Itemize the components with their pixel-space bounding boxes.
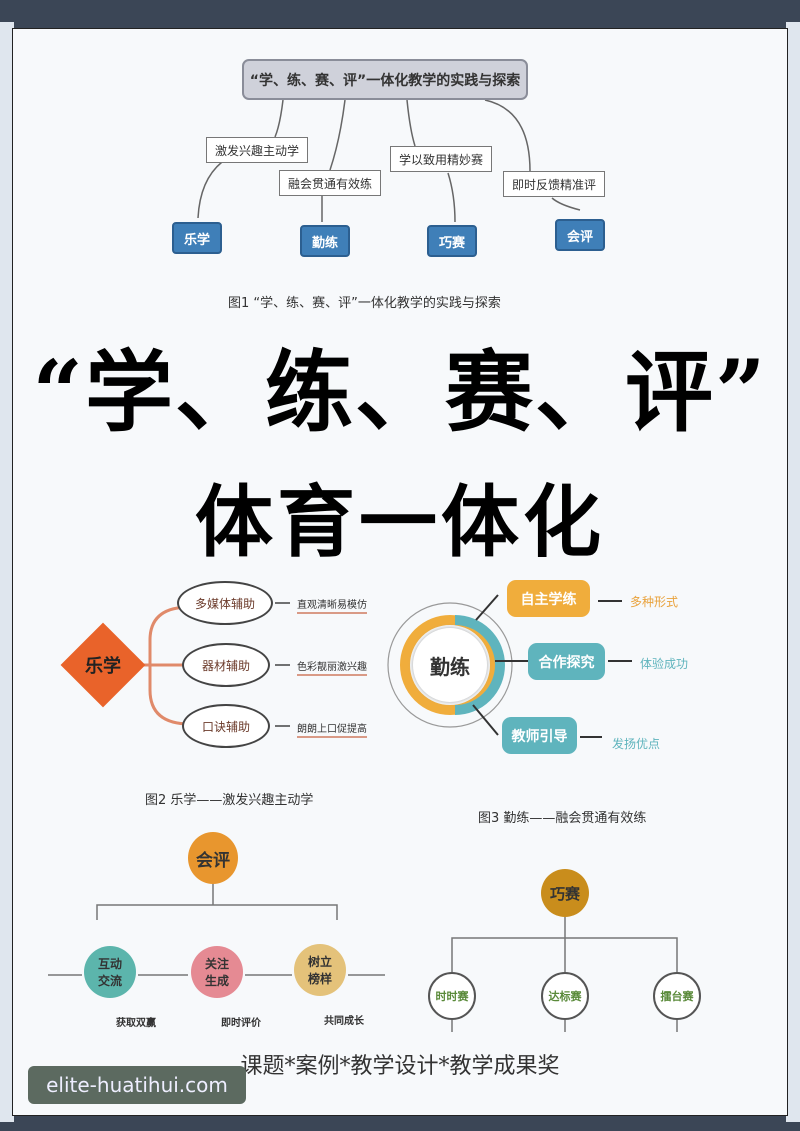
- fig4-node: 关注生成: [191, 946, 243, 998]
- fig1-node: 巧赛: [427, 225, 477, 257]
- fig3-note: 多种形式: [630, 595, 679, 609]
- fig2-node: 器材辅助: [182, 643, 270, 687]
- fig2-note: 色彩靓丽激兴趣: [297, 658, 367, 676]
- fig4-center: 会评: [188, 832, 238, 884]
- right-margin: [786, 22, 800, 1122]
- fig4-bracket: [96, 883, 338, 920]
- fig4-node: 互动交流: [84, 946, 136, 998]
- left-margin: [0, 22, 14, 1122]
- fig3-caption: 图3 勤练——融会贯通有效练: [478, 811, 647, 826]
- watermark: elite-huatihui.com: [28, 1066, 246, 1104]
- fig1-connector: [197, 99, 284, 219]
- fig2-note: 直观清晰易模仿: [297, 596, 367, 614]
- fig3-node: 教师引导: [502, 717, 577, 754]
- fig4-note: 即时评价: [221, 1018, 261, 1029]
- fig1-connector: [406, 99, 456, 223]
- fig4-note: 获取双赢: [116, 1018, 156, 1029]
- fig3-node: 合作探究: [528, 643, 605, 680]
- fig5-node: 达标赛: [541, 972, 589, 1020]
- fig5-bracket: [451, 917, 678, 1032]
- fig1-caption: 图1 “学、练、赛、评”一体化教学的实践与探索: [228, 296, 501, 311]
- top-bar: [0, 0, 800, 22]
- fig5-node: 时时赛: [428, 972, 476, 1020]
- fig1-branch-label: 学以致用精妙赛: [390, 146, 492, 172]
- fig1-node: 会评: [555, 219, 605, 251]
- fig1-node: 勤练: [300, 225, 350, 257]
- main-title-line1: “学、练、赛、评”: [32, 340, 768, 444]
- fig2-node: 口诀辅助: [182, 704, 270, 748]
- fig2-caption: 图2 乐学——激发兴趣主动学: [145, 793, 314, 808]
- main-title-line2: 体育一体化: [194, 477, 605, 568]
- footer-text: 课题*案例*教学设计*教学成果奖: [240, 1054, 560, 1079]
- fig5-node: 擂台赛: [653, 972, 701, 1020]
- fig2-note: 朗朗上口促提高: [297, 720, 367, 738]
- fig5-center: 巧赛: [541, 869, 589, 917]
- fig1-branch-label: 即时反馈精准评: [503, 171, 605, 197]
- fig3-center: 勤练: [413, 628, 487, 702]
- fig2-center: 乐学: [85, 656, 121, 677]
- fig4-note: 共同成长: [324, 1016, 364, 1027]
- poster-page: [12, 28, 788, 1116]
- fig1-branch-label: 激发兴趣主动学: [206, 137, 308, 163]
- fig3-node: 自主学练: [507, 580, 590, 617]
- fig3-connector: [472, 594, 632, 738]
- fig3-outer-arc: [387, 602, 513, 728]
- fig1-connector: [484, 99, 581, 211]
- fig3-note: 发扬优点: [612, 737, 661, 751]
- fig3-note: 体验成功: [640, 657, 689, 671]
- fig1-branch-label: 融会贯通有效练: [279, 170, 381, 196]
- fig2-node: 多媒体辅助: [177, 581, 273, 625]
- fig1-connector: [321, 99, 346, 222]
- fig1-node: 乐学: [172, 222, 222, 254]
- fig1-root-node: “学、练、赛、评”一体化教学的实践与探索: [242, 59, 528, 100]
- fig2-dash: [275, 602, 290, 727]
- fig4-node: 树立榜样: [294, 944, 346, 996]
